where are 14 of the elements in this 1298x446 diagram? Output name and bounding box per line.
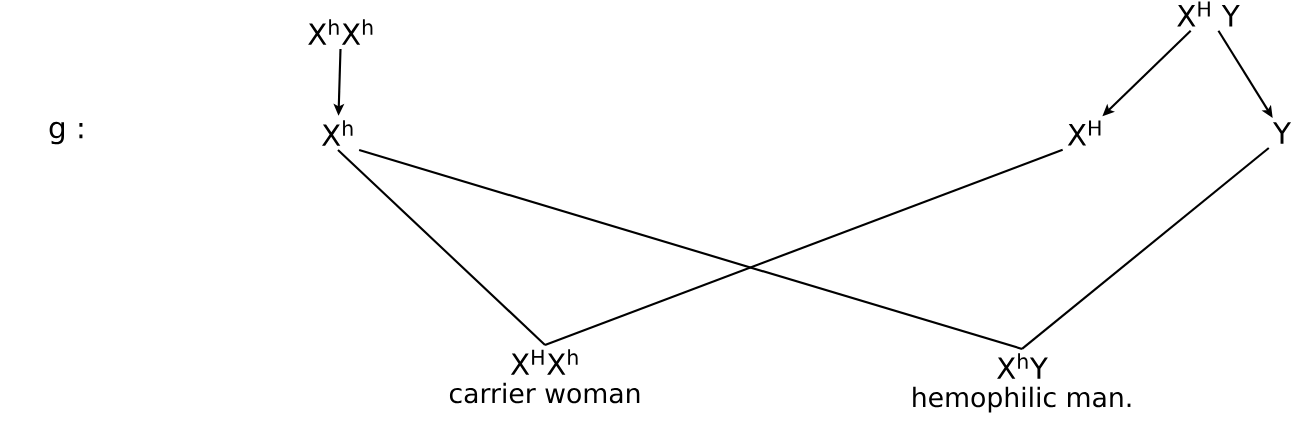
genotype-label: X$^{h}$X$^{h}$ bbox=[308, 19, 373, 45]
genotype-label: X$^{H}$ bbox=[1067, 120, 1101, 146]
genotype-label: X$^{h}$Y bbox=[997, 353, 1048, 379]
connecting-line bbox=[1021, 147, 1270, 350]
connecting-line bbox=[544, 148, 1064, 346]
genotype-label: Y bbox=[1273, 122, 1292, 144]
row-label: g : bbox=[49, 121, 83, 145]
caption-text: carrier woman bbox=[449, 382, 640, 404]
genotype-label: X$^{H}$X$^{h}$ bbox=[510, 349, 578, 375]
genotype-label: X$^{h}$ bbox=[322, 120, 353, 146]
genotype-label: X$^{H}$ Y bbox=[1177, 1, 1240, 27]
connecting-line bbox=[358, 149, 1023, 350]
caption-text: hemophilic man. bbox=[913, 386, 1131, 413]
connecting-line bbox=[337, 149, 546, 346]
